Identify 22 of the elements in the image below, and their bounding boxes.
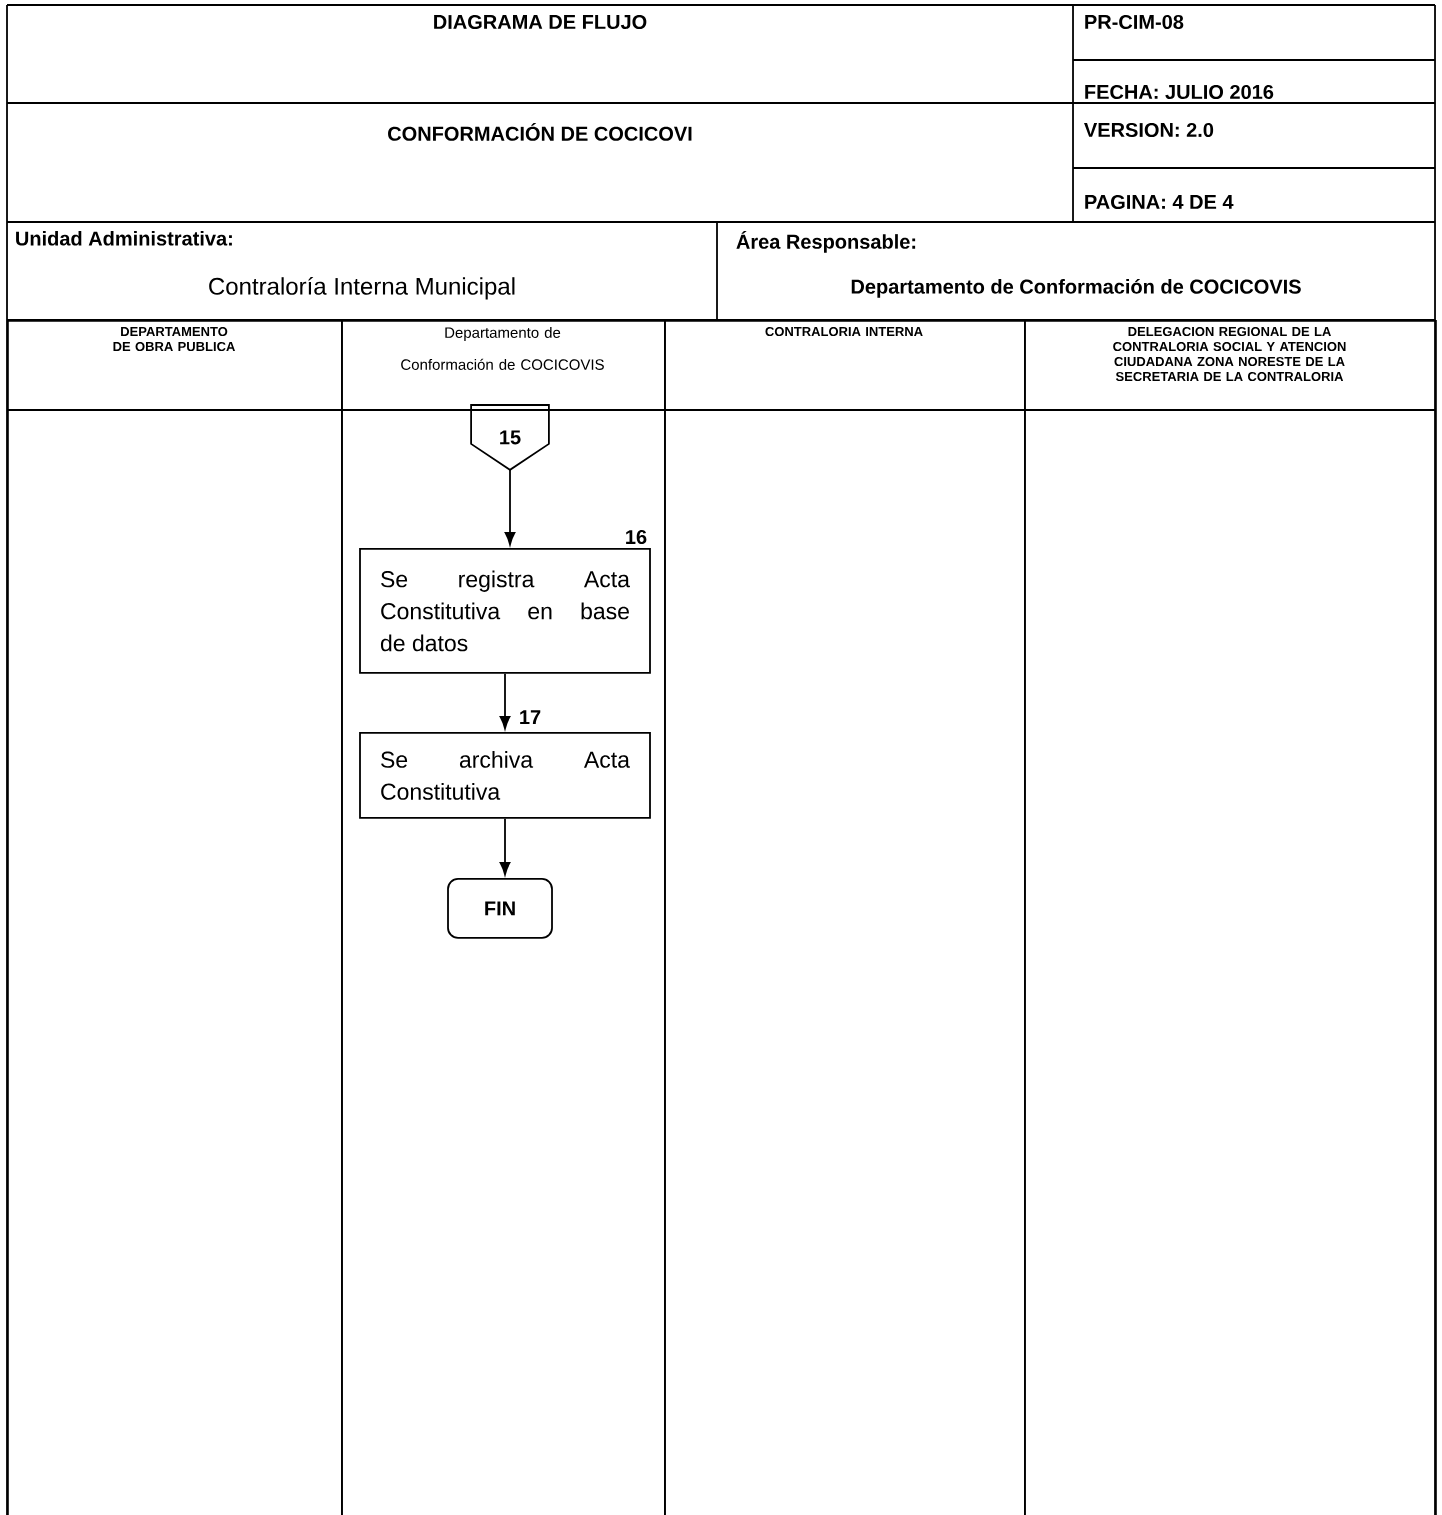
field-label: Unidad Administrativa:: [16, 230, 232, 246]
step-number: 17: [520, 710, 541, 725]
step-number: 16: [626, 529, 647, 545]
arrow: [499, 817, 511, 876]
terminal-box: FIN: [447, 878, 553, 939]
document-code: PR-CIM-08: [1085, 14, 1184, 30]
arrow: [499, 672, 511, 730]
arrow: [504, 468, 516, 546]
version-label: VERSION: 2.0: [1084, 122, 1214, 138]
field-value: Departamento de Conformación de COCICOVIS: [851, 278, 1301, 298]
process-box: Se archiva Acta Constitutiva: [359, 732, 651, 819]
process-box: Se registra Acta Constitutiva en base de datos: [359, 548, 651, 674]
subtitle: CONFORMACIÓN DE COCICOVI: [388, 122, 692, 141]
field-value: Contraloría Interna Municipal: [209, 276, 515, 300]
swimlane: CONTRALORIA INTERNA: [664, 320, 1026, 1515]
swimlane: DELEGACION REGIONAL DE LA CONTRALORIA SOCIAL Y ATENCION CIUDADANA ZONA NORESTE DE LA SECRETARIA DE LA CONTRALORIA: [1024, 320, 1437, 1515]
page-label: PAGINA: 4 DE 4: [1085, 194, 1234, 210]
field-label: Área Responsable:: [736, 230, 916, 253]
swimlane: DEPARTAMENTO DE OBRA PUBLICA: [7, 320, 343, 1515]
date-label: FECHA: JULIO 2016: [1085, 84, 1274, 100]
off-page-connector: 15: [470, 404, 550, 471]
title: DIAGRAMA DE FLUJO: [434, 14, 647, 30]
